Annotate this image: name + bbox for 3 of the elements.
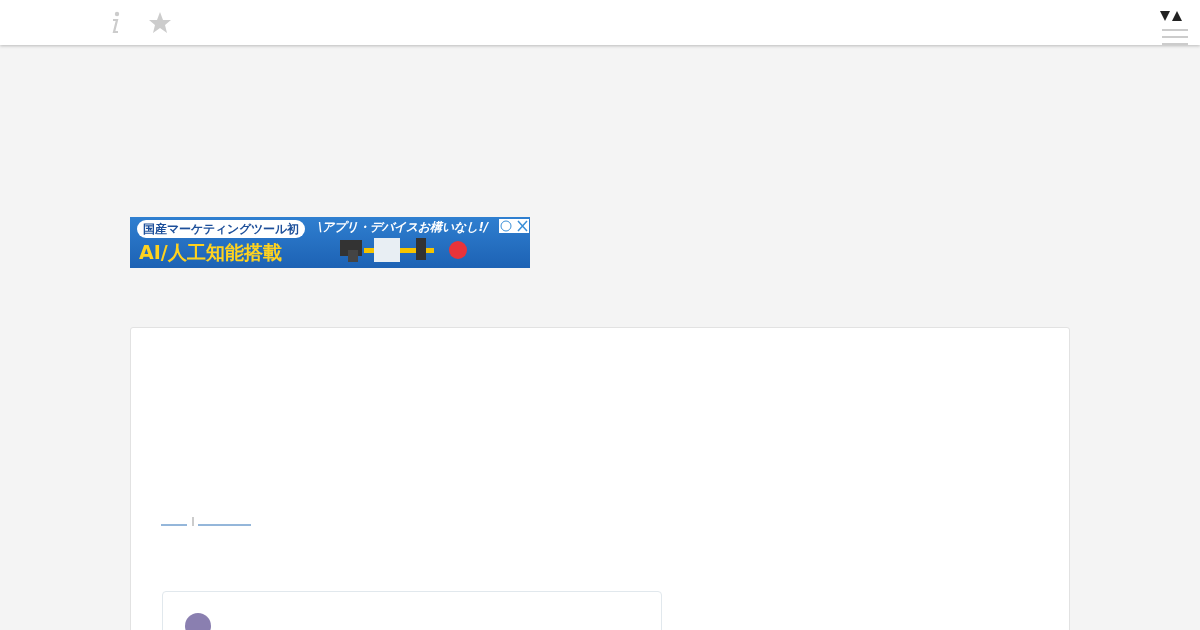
ad-headline: AI/人工知能搭載	[139, 240, 282, 265]
ad-tagline: 国産マーケティングツール初	[137, 220, 305, 238]
ad-slogan: \アプリ・デバイスお構いなし!/	[318, 219, 489, 236]
